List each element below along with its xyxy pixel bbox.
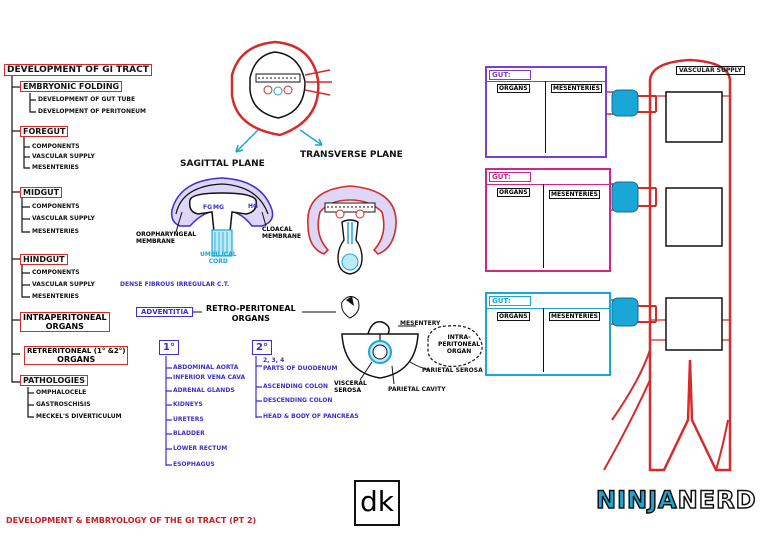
organs-label: ORGANS: [497, 312, 530, 321]
midgut-vascular: VASCULAR SUPPLY: [32, 215, 95, 222]
retro-title: RETRO-PERITONEAL ORGANS: [206, 304, 296, 323]
gut-box-hindgut: GUT: ORGANS MESENTERIES: [485, 292, 611, 376]
oropharyngeal-label: OROPHARYNGEAL MEMBRANE: [136, 231, 197, 245]
primary-box: 1°: [159, 340, 179, 355]
item-peritoneum: DEVELOPMENT OF PERITONEUM: [38, 108, 146, 115]
cloacal-label: CLOACAL MEMBRANE: [262, 226, 301, 240]
dense-fibrous-label: DENSE FIBROUS IRREGULAR C.T.: [120, 281, 230, 288]
foregut-vascular: VASCULAR SUPPLY: [32, 153, 95, 160]
sagittal-plane-label: SAGITTAL PLANE: [180, 159, 265, 169]
secondary-item: DESCENDING COLON: [263, 397, 333, 404]
intraperitoneal-diagram: [341, 296, 431, 385]
section-intraperitoneal: INTRAPERITONEAL ORGANS: [20, 312, 110, 332]
secondary-item: PARTS OF DUODENUM: [263, 365, 338, 372]
visceral-serosa-label: VISCERAL SEROSA: [334, 380, 367, 394]
transverse-embryo-diagram: [307, 185, 397, 275]
primary-item: INFERIOR VENA CAVA: [173, 374, 246, 381]
gut-label: GUT:: [489, 70, 531, 80]
midgut-mesenteries: MESENTERIES: [32, 228, 79, 235]
fg-label: FG: [203, 204, 213, 211]
midgut-components: COMPONENTS: [32, 203, 80, 210]
embryo-top-diagram: [230, 40, 332, 137]
pathology-gastroschisis: GASTROSCHISIS: [36, 401, 91, 408]
section-embryonic-folding: EMBRYONIC FOLDING: [20, 81, 123, 92]
vascular-supply-label: VASCULAR SUPPLY: [676, 66, 745, 75]
mesenteries-label: MESENTERIES: [551, 84, 602, 93]
primary-item: BLADDER: [173, 430, 205, 437]
hindgut-vascular: VASCULAR SUPPLY: [32, 281, 95, 288]
hg-label: HG: [248, 203, 258, 210]
mesenteries-label: MESENTERIES: [549, 190, 600, 199]
aorta: [603, 58, 732, 472]
transverse-plane-label: TRANSVERSE PLANE: [300, 150, 403, 160]
foregut-components: COMPONENTS: [32, 143, 80, 150]
organs-label: ORGANS: [497, 188, 530, 197]
item-gut-tube: DEVELOPMENT OF GUT TUBE: [38, 96, 136, 103]
primary-item: ABDOMINAL AORTA: [173, 364, 239, 371]
organs-label: ORGANS: [497, 84, 530, 93]
primary-item: ADRENAL GLANDS: [173, 387, 235, 394]
mesentery-label: MESENTERY: [400, 320, 441, 327]
gut-box-foregut: GUT: ORGANS MESENTERIES: [485, 66, 607, 158]
pathology-omphalocele: OMPHALOCELE: [36, 389, 87, 396]
primary-item: LOWER RECTUM: [173, 445, 228, 452]
parietal-cavity-label: PARIETAL CAVITY: [388, 386, 446, 393]
ninja-nerd-logo: NINJANERD: [595, 485, 757, 515]
hindgut-components: COMPONENTS: [32, 269, 80, 276]
umbilical-cord-label: UMBILICAL CORD: [200, 251, 237, 265]
gut-label: GUT:: [489, 296, 531, 306]
sagittal-embryo-diagram: [170, 177, 274, 257]
section-foregut: FOREGUT: [20, 126, 69, 137]
intraperitoneal-organ-label: INTRA- PERITONEAL ORGAN: [438, 334, 481, 355]
adventitia-box: ADVENTITIA: [136, 307, 194, 317]
foregut-mesenteries: MESENTERIES: [32, 164, 79, 171]
primary-item: KIDNEYS: [173, 401, 203, 408]
outline-title: DEVELOPMENT OF GI TRACT: [4, 64, 152, 76]
secondary-box: 2°: [252, 340, 272, 355]
section-hindgut: HINDGUT: [20, 254, 68, 265]
gut-box-midgut: GUT: ORGANS MESENTERIES: [485, 168, 611, 272]
hindgut-mesenteries: MESENTERIES: [32, 293, 79, 300]
secondary-item: 2, 3, 4: [263, 357, 285, 364]
mesenteries-label: MESENTERIES: [549, 312, 600, 321]
section-retroperitoneal: RETRERITONEAL (1° &2°) ORGANS: [24, 346, 129, 365]
dk-logo: dk: [354, 480, 400, 526]
section-pathologies: PATHOLOGIES: [20, 375, 89, 386]
gut-label: GUT:: [489, 172, 531, 182]
pathology-meckels: MECKEL'S DIVERTICULUM: [36, 413, 122, 420]
section-midgut: MIDGUT: [20, 187, 63, 198]
mg-label: MG: [213, 204, 224, 211]
parietal-serosa-label: PARIETAL SEROSA: [422, 367, 483, 374]
intra-bubble: [427, 325, 483, 367]
primary-item: URETERS: [173, 416, 204, 423]
footer-title: DEVELOPMENT & EMBRYOLOGY OF THE GI TRACT…: [6, 516, 257, 525]
secondary-item: ASCENDING COLON: [263, 383, 328, 390]
primary-item: ESOPHAGUS: [173, 461, 215, 468]
secondary-item: HEAD & BODY OF PANCREAS: [263, 413, 359, 420]
